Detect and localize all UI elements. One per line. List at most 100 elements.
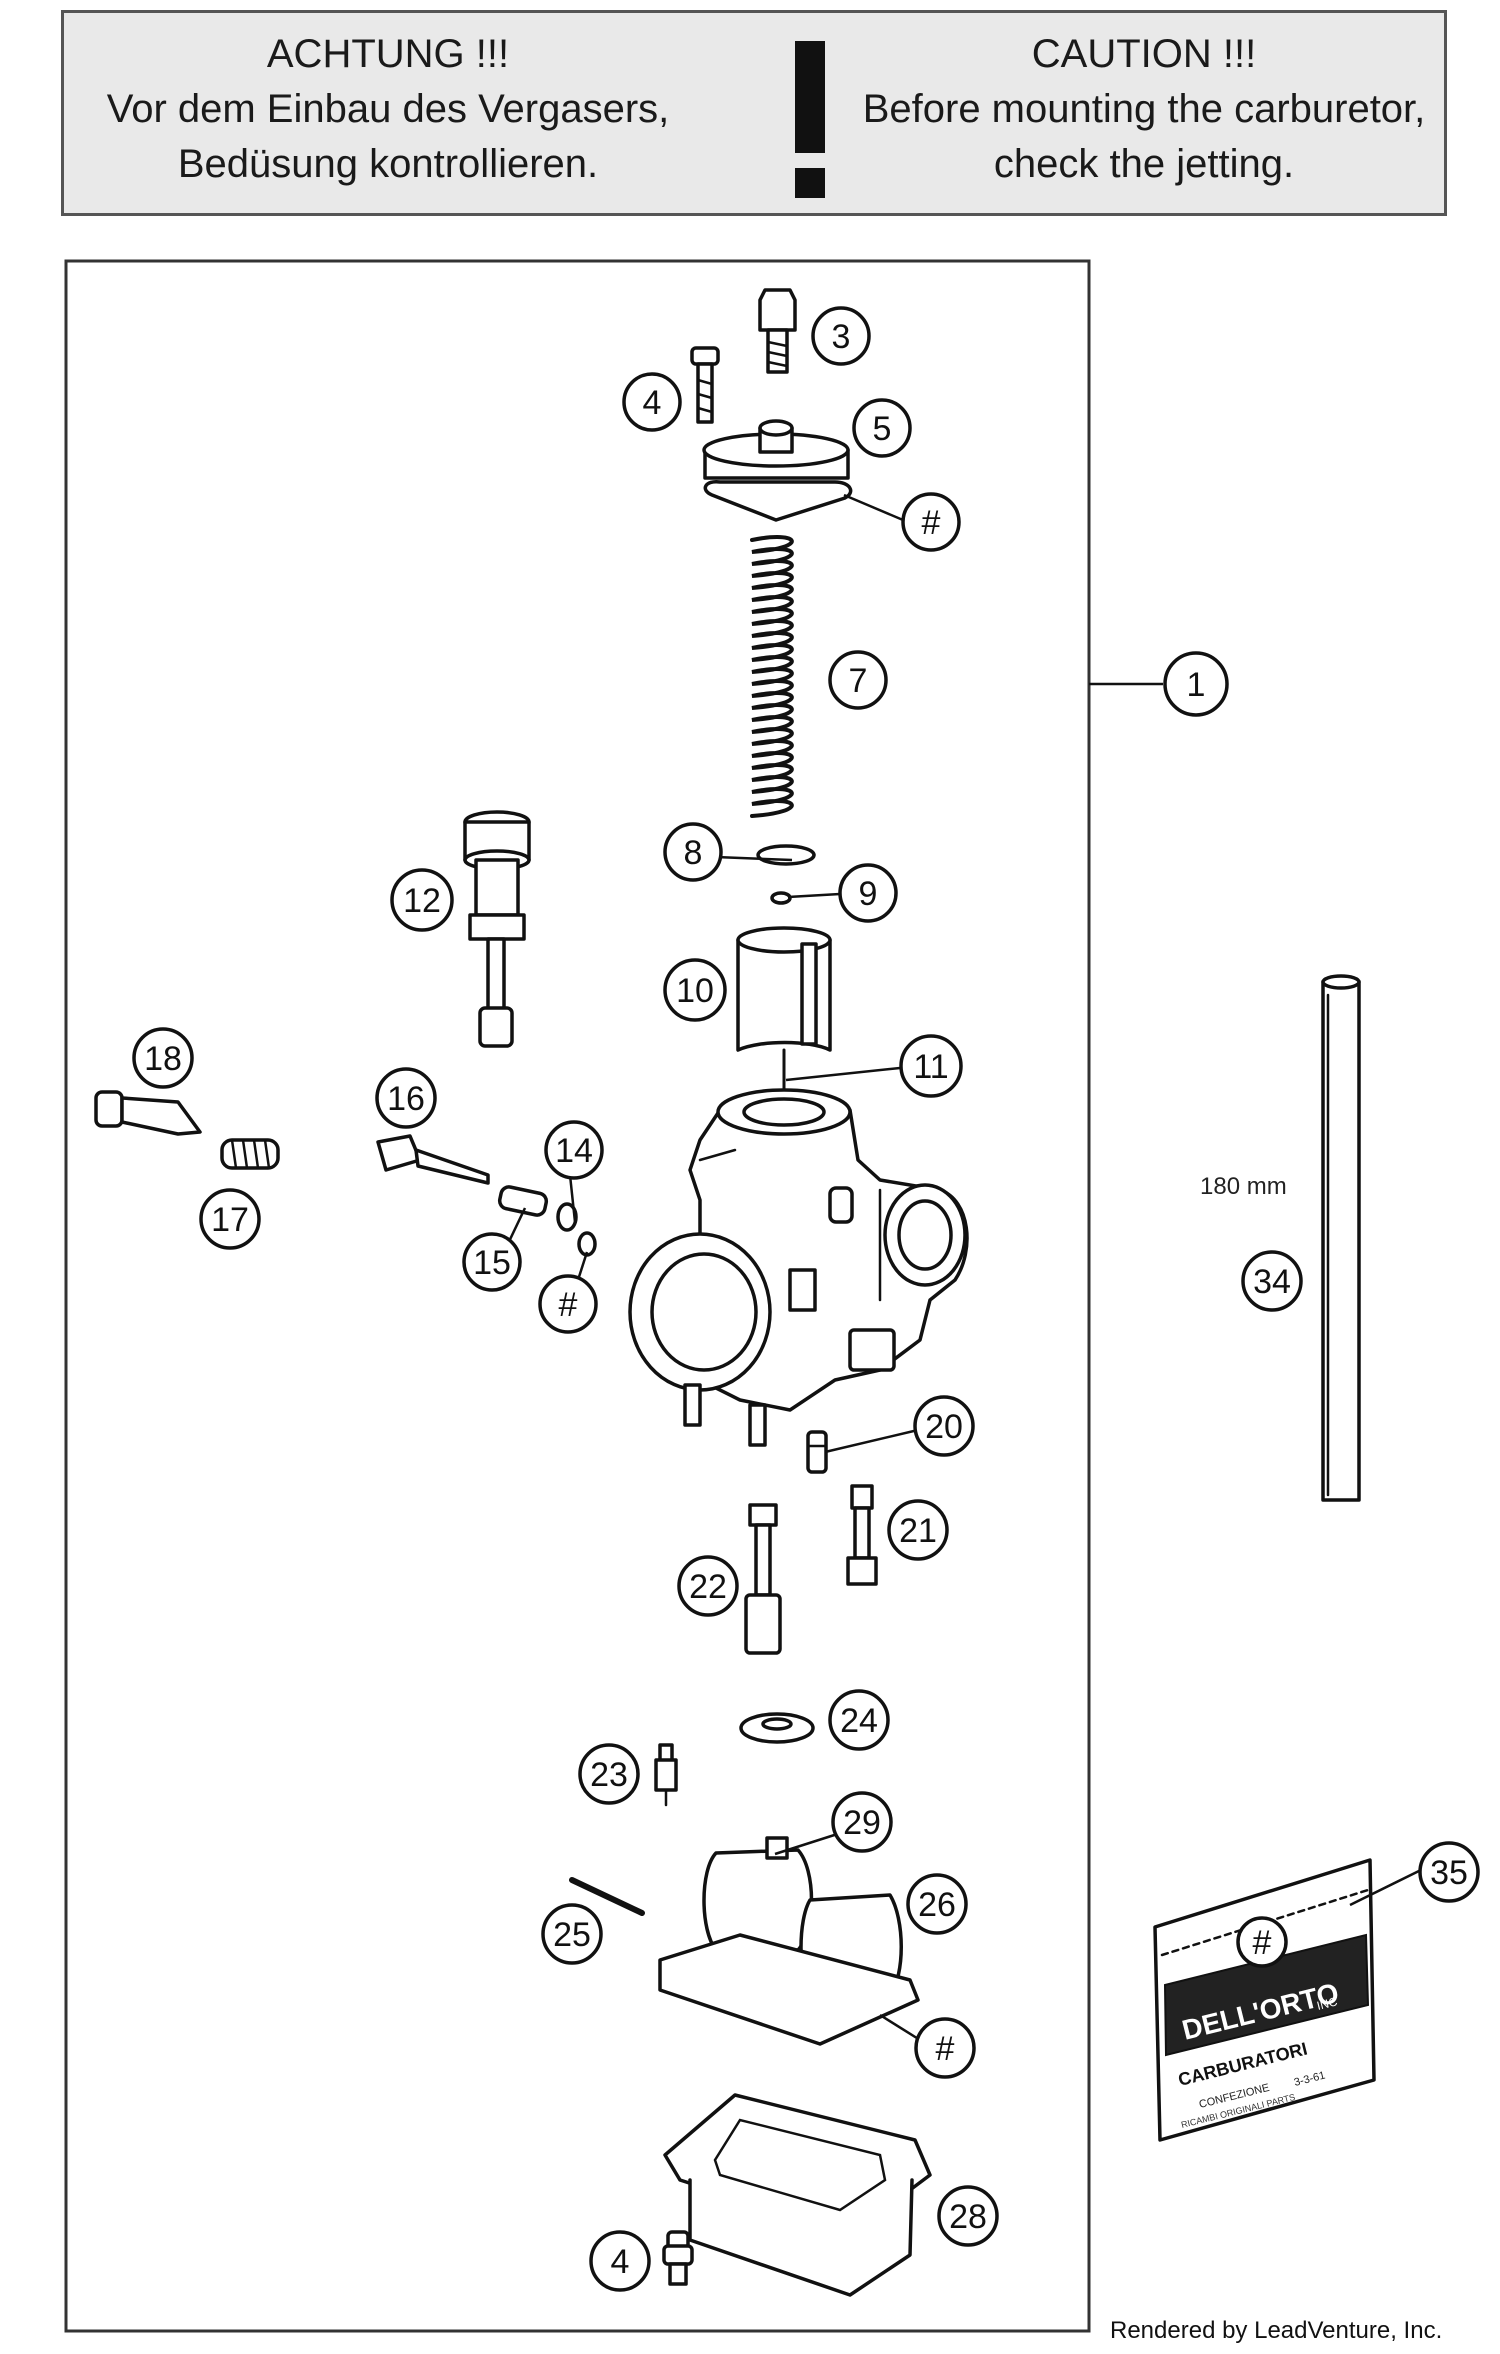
kit-bag-hash: # xyxy=(1253,1924,1272,1962)
svg-text:12: 12 xyxy=(403,882,441,920)
callout-11: 11 xyxy=(899,1034,963,1098)
callout-7: 7 xyxy=(828,650,888,710)
part-9-needle-clip xyxy=(770,891,792,905)
svg-text:4: 4 xyxy=(611,2243,630,2281)
callout-10: 10 xyxy=(663,958,727,1022)
svg-text:3: 3 xyxy=(832,318,851,356)
svg-text:#: # xyxy=(922,504,941,542)
callout-8: 8 xyxy=(663,822,723,882)
callout-3: 3 xyxy=(811,306,871,366)
part-22-atomizer xyxy=(744,1503,782,1655)
svg-text:10: 10 xyxy=(676,972,714,1010)
callout-hash-idle-o-ring: # xyxy=(538,1274,598,1334)
callout-12: 12 xyxy=(390,868,454,932)
callout-4-top: 4 xyxy=(622,372,682,432)
part-17-air-screw-spring xyxy=(220,1138,280,1170)
part-12-choke-plunger xyxy=(463,810,531,1048)
part-14-washer xyxy=(556,1202,578,1232)
exclamation-icon xyxy=(795,41,825,153)
callout-35: 35 xyxy=(1418,1841,1480,1903)
svg-text:35: 35 xyxy=(1430,1854,1468,1892)
callout-9: 9 xyxy=(838,863,898,923)
callout-16: 16 xyxy=(375,1067,437,1129)
hose-length-label: 180 mm xyxy=(1200,1173,1287,1200)
svg-text:17: 17 xyxy=(211,1201,249,1239)
part-3-adjuster-screw xyxy=(758,288,797,374)
caution-banner: ACHTUNG !!! Vor dem Einbau des Vergasers… xyxy=(61,10,1447,216)
callout-1: 1 xyxy=(1163,651,1229,717)
warning-german: ACHTUNG !!! Vor dem Einbau des Vergasers… xyxy=(68,27,708,192)
part-34-hose xyxy=(1321,974,1361,1502)
callout-26: 26 xyxy=(906,1873,968,1935)
part-7-throttle-spring xyxy=(750,535,794,818)
callout-5: 5 xyxy=(852,398,912,458)
footer-credit: Rendered by LeadVenture, Inc. xyxy=(1110,2317,1442,2344)
warning-de-title: ACHTUNG !!! xyxy=(266,32,510,76)
svg-text:11: 11 xyxy=(913,1048,948,1086)
svg-text:8: 8 xyxy=(684,834,703,872)
kit-bag-brand-sub: INC xyxy=(1315,1994,1339,2013)
assembly-frame xyxy=(64,259,1091,2333)
exclamation-dot-icon xyxy=(795,168,825,198)
svg-text:14: 14 xyxy=(555,1132,593,1170)
part-8-needle-clip-plate xyxy=(756,844,816,866)
callout-18: 18 xyxy=(132,1027,194,1089)
svg-text:25: 25 xyxy=(553,1916,591,1954)
part-23-float-needle xyxy=(654,1743,678,1807)
part-15-idle-spring xyxy=(497,1185,549,1217)
part-28-float-bowl xyxy=(663,2093,932,2297)
svg-text:7: 7 xyxy=(849,662,868,700)
warning-en-title: CAUTION !!! xyxy=(1031,32,1257,76)
svg-text:26: 26 xyxy=(918,1886,956,1924)
part-35-jet-kit-bag: # DELL'ORTO INC CARBURATORI CONFEZIONE 3… xyxy=(1153,1858,1376,2142)
svg-text:23: 23 xyxy=(590,1756,628,1794)
svg-text:5: 5 xyxy=(873,410,892,448)
svg-text:34: 34 xyxy=(1253,1263,1291,1301)
part-20-idle-jet xyxy=(806,1430,828,1474)
svg-text:20: 20 xyxy=(925,1408,963,1446)
callout-4-bottom: 4 xyxy=(589,2230,651,2292)
callout-15: 15 xyxy=(462,1232,522,1292)
part-4-screw-top xyxy=(690,346,720,424)
svg-text:29: 29 xyxy=(843,1804,881,1842)
part-5-carburetor-cap xyxy=(702,419,853,522)
svg-text:21: 21 xyxy=(899,1512,937,1550)
part-idle-o-ring xyxy=(577,1231,597,1257)
part-10-throttle-slide xyxy=(736,926,832,1052)
svg-text:16: 16 xyxy=(387,1080,425,1118)
warning-en-line1: Before mounting the carburetor, xyxy=(862,87,1426,131)
part-1-carburetor-body xyxy=(628,1088,969,1447)
callout-14: 14 xyxy=(544,1120,604,1180)
warning-de-line1: Vor dem Einbau des Vergasers, xyxy=(106,87,670,131)
callout-29: 29 xyxy=(831,1791,893,1853)
svg-text:15: 15 xyxy=(473,1244,511,1282)
callout-21: 21 xyxy=(887,1499,949,1561)
svg-text:22: 22 xyxy=(689,1568,727,1606)
callout-hash-cap-gasket: # xyxy=(901,492,961,552)
part-16-idle-screw xyxy=(376,1134,490,1185)
part-18-air-screw xyxy=(94,1090,202,1136)
callout-20: 20 xyxy=(913,1395,975,1457)
callout-17: 17 xyxy=(199,1188,261,1250)
svg-text:24: 24 xyxy=(840,1702,878,1740)
part-25-float-pin xyxy=(569,1877,645,1916)
warning-de-line2: Bedüsung kontrollieren. xyxy=(177,142,599,186)
part-21-main-jet-holder xyxy=(846,1484,878,1586)
callout-22: 22 xyxy=(677,1555,739,1617)
part-4-screw-bottom xyxy=(662,2230,694,2286)
callout-24: 24 xyxy=(828,1689,890,1751)
callout-hash-float-bowl-gasket: # xyxy=(914,2017,976,2079)
callout-34: 34 xyxy=(1241,1250,1303,1312)
warning-english: CAUTION !!! Before mounting the carburet… xyxy=(844,27,1444,192)
svg-text:#: # xyxy=(936,2030,955,2068)
svg-text:28: 28 xyxy=(949,2198,987,2236)
svg-text:#: # xyxy=(559,1286,578,1324)
svg-text:1: 1 xyxy=(1187,666,1206,704)
callout-23: 23 xyxy=(578,1743,640,1805)
callout-28: 28 xyxy=(937,2185,999,2247)
callout-25: 25 xyxy=(541,1903,603,1965)
part-float-bowl-gasket xyxy=(658,1933,920,2046)
part-24-float-needle-seat xyxy=(739,1712,815,1744)
svg-text:9: 9 xyxy=(859,875,878,913)
